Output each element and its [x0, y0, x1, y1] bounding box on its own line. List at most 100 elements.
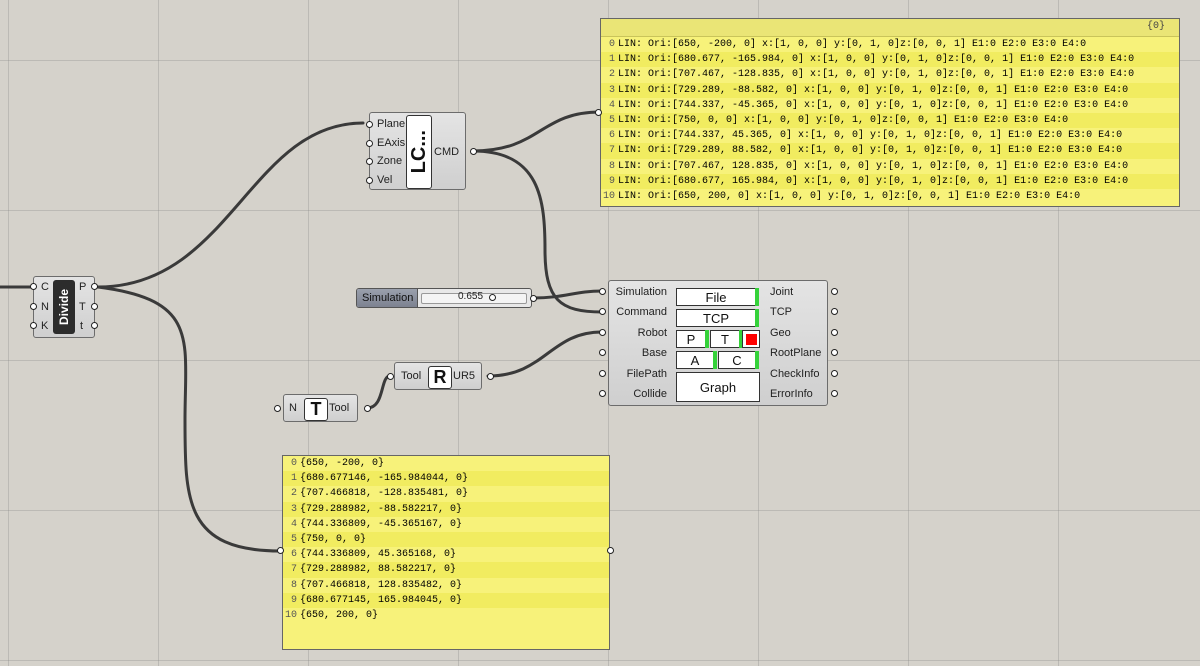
points-panel-row: 4{744.336809, -45.365167, 0} [283, 517, 609, 532]
input-command-label: Command [616, 306, 667, 318]
input-filepath-port[interactable] [599, 370, 606, 377]
wire-tool-to-robot [365, 374, 392, 410]
t-toggle[interactable]: T [710, 330, 740, 348]
lc-component[interactable]: Plane EAxis Zone Vel LC... CMD [366, 112, 477, 190]
points-panel-row-text: {707.466818, -128.835481, 0} [300, 488, 469, 500]
points-panel-row-index: 0 [290, 458, 297, 469]
record-toggle[interactable] [742, 330, 760, 348]
points-panel-row-text: {680.677146, -165.984044, 0} [300, 473, 469, 485]
lc-input-plane-port[interactable] [366, 121, 373, 128]
output-errorinfo-port[interactable] [831, 390, 838, 397]
input-command-port[interactable] [599, 308, 606, 315]
input-filepath-label: FilePath [626, 368, 667, 380]
points-panel-row-index: 7 [290, 564, 297, 576]
command-panel-row-text: LIN: Ori:[707.467, 128.835, 0] x:[1, 0, … [618, 160, 1129, 172]
command-panel-row-index: 7 [608, 145, 615, 157]
points-panel-row-text: {680.677145, 165.984045, 0} [300, 594, 463, 606]
command-panel-input-port[interactable] [595, 109, 602, 116]
lc-output-cmd-label: CMD [434, 146, 460, 158]
command-panel-row-index: 1 [608, 54, 615, 66]
file-button[interactable]: File [676, 288, 756, 306]
divide-output-t-label: T [79, 301, 86, 313]
robot-r-output-port[interactable] [487, 373, 494, 380]
command-panel-row-text: LIN: Ori:[680.677, 165.984, 0] x:[1, 0, … [618, 175, 1129, 187]
tool-t-output-label: Tool [329, 402, 350, 414]
divide-output-p-port[interactable] [91, 283, 98, 290]
lc-input-vel-label: Vel [377, 174, 393, 186]
output-rootplane-label: RootPlane [770, 347, 822, 359]
points-panel[interactable]: 0{650, -200, 0}1{680.677146, -165.984044… [282, 455, 610, 650]
robot-sim-component[interactable]: Simulation Command Robot Base FilePath C… [599, 280, 838, 406]
output-joint-label: Joint [770, 286, 794, 298]
c-toggle-label: C [732, 352, 742, 368]
tool-t-input-n-port[interactable] [274, 405, 281, 412]
output-checkinfo-label: CheckInfo [770, 368, 820, 380]
divide-input-n-port[interactable] [30, 303, 37, 310]
simulation-slider[interactable]: Simulation 0.655 [356, 288, 532, 308]
slider-handle[interactable] [489, 294, 496, 301]
robot-r-component[interactable]: Tool R UR5 [387, 362, 494, 390]
points-panel-output-port[interactable] [607, 547, 614, 554]
output-tcp-port[interactable] [831, 308, 838, 315]
divide-component[interactable]: C N K Divide P T t [30, 276, 98, 338]
command-panel-row-text: LIN: Ori:[744.337, 45.365, 0] x:[1, 0, 0… [618, 130, 1123, 142]
slider-output-port[interactable] [530, 295, 537, 302]
wire-slider-to-simulation [531, 289, 604, 300]
input-simulation-port[interactable] [599, 288, 606, 295]
command-panel-row-index: 4 [608, 99, 615, 111]
output-checkinfo-port[interactable] [831, 370, 838, 377]
graph-button-label: Graph [699, 379, 737, 395]
output-rootplane-port[interactable] [831, 349, 838, 356]
points-panel-row-text: {707.466818, 128.835482, 0} [300, 579, 463, 591]
tcp-button[interactable]: TCP [676, 309, 756, 327]
lc-input-eaxis-port[interactable] [366, 140, 373, 147]
command-panel-row-index: 0 [608, 39, 615, 50]
points-panel-row-index: 6 [290, 549, 297, 561]
divide-output-t-lower-port[interactable] [91, 322, 98, 329]
points-panel-row-index: 8 [290, 579, 297, 591]
points-panel-input-port[interactable] [277, 547, 284, 554]
command-panel-row-index: 8 [608, 160, 615, 172]
lc-input-plane-label: Plane [377, 118, 406, 130]
robot-r-input-tool-port[interactable] [387, 373, 394, 380]
command-panel-row-text: LIN: Ori:[729.289, -88.582, 0] x:[1, 0, … [618, 84, 1129, 96]
a-status-bar [713, 351, 717, 369]
p-toggle[interactable]: P [676, 330, 706, 348]
input-robot-port[interactable] [599, 329, 606, 336]
graph-button[interactable]: Graph [676, 372, 760, 402]
slider-value: 0.655 [458, 291, 484, 302]
record-indicator [745, 333, 757, 345]
output-geo-port[interactable] [831, 329, 838, 336]
divide-input-k-port[interactable] [30, 322, 37, 329]
output-joint-port[interactable] [831, 288, 838, 295]
tool-t-output-port[interactable] [364, 405, 371, 412]
wire-divide-to-lc [96, 121, 365, 289]
divide-output-t-port[interactable] [91, 303, 98, 310]
command-panel-row-text: LIN: Ori:[729.289, 88.582, 0] x:[1, 0, 0… [618, 145, 1123, 157]
a-toggle[interactable]: A [676, 351, 714, 369]
lc-input-eaxis-label: EAxis [377, 137, 406, 149]
tool-t-component[interactable]: N T Tool [274, 394, 371, 422]
input-collide-port[interactable] [599, 390, 606, 397]
points-panel-row: 6{744.336809, 45.365168, 0} [283, 547, 609, 562]
lc-input-zone-port[interactable] [366, 158, 373, 165]
lc-output-cmd-port[interactable] [470, 148, 477, 155]
lc-input-vel-port[interactable] [366, 177, 373, 184]
divide-title-badge: Divide [53, 280, 75, 334]
slider-track[interactable]: 0.655 [421, 291, 527, 304]
input-base-port[interactable] [599, 349, 606, 356]
points-panel-row-text: {650, 200, 0} [300, 609, 379, 621]
robot-r-output-label: UR5 [453, 370, 476, 382]
command-panel-row-text: LIN: Ori:[750, 0, 0] x:[1, 0, 0] y:[0, 1… [618, 114, 1069, 126]
points-panel-row-index: 9 [290, 594, 297, 606]
divide-title: Divide [57, 288, 71, 325]
c-toggle[interactable]: C [718, 351, 756, 369]
c-status-bar [755, 351, 759, 369]
command-panel-row-index: 2 [608, 69, 615, 81]
divide-input-c-port[interactable] [30, 283, 37, 290]
